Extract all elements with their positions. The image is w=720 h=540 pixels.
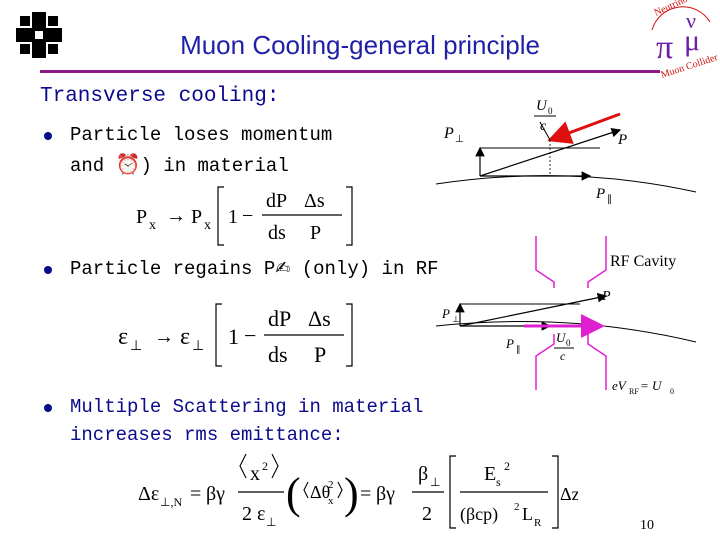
equation-2: ε ⊥ → ε ⊥ 1 − dP Δs ds P	[118, 300, 358, 370]
bullet-dot-1	[44, 132, 52, 140]
bullet-3-line-1: Multiple Scattering in material	[70, 396, 424, 418]
section-heading: Transverse cooling:	[40, 85, 280, 108]
eq3-left-paren: (	[286, 469, 301, 518]
d2-label-ev-sub: RF	[629, 387, 639, 396]
logo-pi: π	[656, 29, 673, 66]
eq1-den-2: P	[310, 222, 321, 244]
bullet-2-line-1: Particle regains P✍ (only) in RF	[70, 258, 439, 280]
eq3-paren-inner: Δθ	[310, 482, 330, 502]
eq3-paren-sub: x	[328, 495, 334, 507]
eq3-frac3-num: E	[484, 463, 496, 485]
diagram-rf-cavity: RF Cavity P P ⊥ P ∥ U 0 c eV RF = U 0	[430, 230, 700, 400]
fermilab-logo-icon	[14, 10, 64, 60]
d1-label-u0-sub: 0	[548, 106, 553, 116]
eq3-frac3-den-sub: R	[534, 517, 542, 529]
eq1-rhs-sub: x	[204, 218, 211, 233]
eq2-minus: −	[244, 323, 256, 348]
d2-label-u0: U	[556, 330, 567, 345]
d2-label-ev-tail-sub: 0	[670, 387, 674, 396]
d2-label-ev: eV	[612, 378, 628, 393]
bullet-dot-3	[44, 404, 52, 412]
title-divider	[40, 70, 660, 73]
eq3-frac1-den-sub: ⊥	[266, 515, 276, 529]
eq2-den-2: P	[314, 342, 326, 367]
d1-label-u0: U	[536, 98, 548, 114]
eq1-lhs-sub: x	[149, 218, 156, 233]
logo-mu: μ	[684, 24, 700, 57]
eq1-den-1: ds	[268, 222, 286, 244]
bullet-dot-2	[44, 266, 52, 274]
bullet-1-line-2-text: and	[70, 155, 116, 177]
eq2-rhs-sub: ⊥	[192, 339, 204, 354]
equation-3: Δε ⊥,N = βγ x 2 2 ε ⊥ ( Δθ x 2 ) = βγ β …	[138, 452, 580, 532]
eq3-frac3-num-sub: s	[496, 475, 501, 489]
d1-label-p: P	[617, 132, 627, 148]
d2-label-p-perp-sub: ⊥	[452, 314, 460, 324]
d1-label-p-perp-sub: ⊥	[455, 134, 464, 145]
d2-label-u0-sub: 0	[566, 338, 571, 348]
eq1-arrow: →	[166, 205, 186, 227]
d1-label-p-perp: P	[443, 125, 454, 142]
logo-nu: ν	[686, 8, 696, 33]
eq3-frac3-den-tail: L	[522, 504, 533, 524]
eq2-one: 1	[228, 324, 239, 349]
eq3-frac3-den-sup: 2	[514, 501, 520, 513]
eq3-frac2-num: β	[418, 463, 428, 485]
d1-label-p-par: P	[595, 186, 605, 202]
eq1-lhs-var: P	[136, 206, 147, 228]
d2-label-p-par-sub: ∥	[516, 344, 521, 354]
diagram-momentum-loss: P ⊥ U 0 c P P ∥	[430, 92, 700, 212]
eq3-frac1-den: 2 ε	[242, 503, 265, 525]
d2-label-p-perp: P	[441, 306, 450, 321]
eq1-num-2: Δs	[304, 190, 325, 212]
eq3-right-paren: )	[344, 469, 359, 518]
d2-label-p: P	[601, 289, 611, 304]
eq2-lhs-var: ε	[118, 324, 128, 350]
bullet-3-line-2: increases rms emittance:	[70, 424, 344, 446]
eq2-rhs-var: ε	[180, 324, 190, 350]
d2-rf-label: RF Cavity	[610, 253, 676, 270]
equation-1: P x → P x 1 − dP Δs ds P	[136, 183, 366, 249]
bullet-2-text-b: (only) in RF	[290, 258, 439, 280]
slide-title: Muon Cooling-general principle	[180, 30, 540, 60]
neutrino-factory-logo-icon: Neutrino Factory Muon Collider π μ ν	[640, 0, 720, 85]
eq1-minus: −	[242, 205, 253, 227]
eq3-equals: =	[190, 483, 201, 505]
d2-label-ev-tail: = U	[640, 378, 663, 393]
eq3-frac2-den: 2	[422, 503, 432, 525]
eq3-lhs-sub: ⊥,N	[160, 495, 182, 509]
eq3-frac3-num-sup: 2	[504, 459, 510, 473]
d2-label-c: c	[560, 349, 566, 363]
eq1-num-1: dP	[266, 190, 287, 212]
page-number: 10	[640, 518, 654, 533]
eq2-num-2: Δs	[308, 306, 331, 331]
d1-label-c: c	[540, 119, 547, 134]
d1-label-p-par-sub: ∥	[607, 194, 612, 205]
eq3-lhs: Δε	[138, 483, 159, 505]
eq3-equals-2: =	[360, 483, 371, 505]
d2-label-p-par: P	[505, 336, 514, 351]
bullet-1-glyph-icon: ⏰	[115, 152, 141, 176]
bullet-2-text-a: Particle regains P	[70, 258, 276, 280]
eq3-frac1-num: x	[250, 463, 260, 485]
bullet-1-line-2: and ⏰) in material	[70, 152, 289, 177]
eq3-beta-gamma-2: βγ	[376, 483, 395, 505]
eq3-beta-gamma: βγ	[206, 483, 225, 505]
eq1-one: 1	[228, 206, 238, 228]
eq2-den-1: ds	[268, 342, 288, 367]
bullet-1-line-2-tail: ) in material	[140, 155, 289, 177]
eq3-frac1-sup: 2	[262, 459, 268, 473]
bullet-1-line-1: Particle loses momentum	[70, 124, 333, 146]
eq3-frac3-den: (βcp)	[460, 504, 498, 525]
eq1-rhs-var: P	[191, 206, 202, 228]
eq2-num-1: dP	[268, 306, 291, 331]
eq2-arrow: →	[154, 326, 174, 348]
eq2-lhs-sub: ⊥	[130, 339, 142, 354]
eq3-frac2-num-sub: ⊥	[430, 475, 440, 489]
eq3-paren-sup: 2	[328, 479, 334, 491]
eq3-tail: Δz	[560, 484, 578, 504]
bullet-2-glyph-icon: ✍	[275, 258, 291, 279]
